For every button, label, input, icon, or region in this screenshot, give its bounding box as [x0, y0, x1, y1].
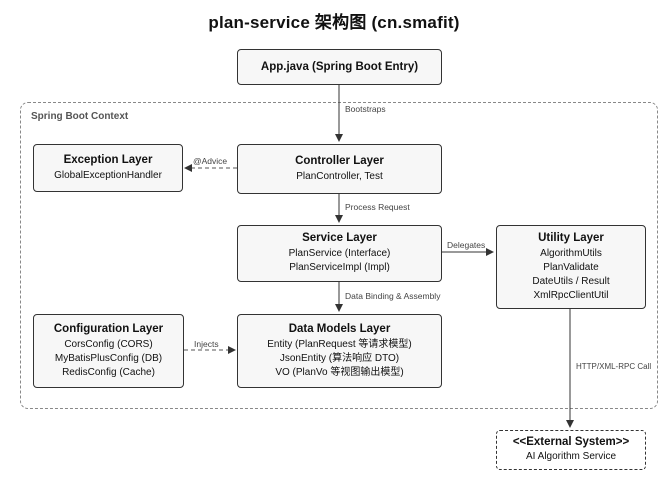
exception-layer-title: Exception Layer	[63, 153, 153, 166]
edge-label-data-binding: Data Binding & Assembly	[345, 291, 441, 301]
edge-label-delegates: Delegates	[447, 240, 486, 250]
data-models-layer-node: Data Models Layer Entity (PlanRequest 等请…	[237, 314, 442, 388]
edge-label-process-request: Process Request	[345, 202, 410, 212]
edge-label-bootstraps: Bootstraps	[345, 104, 386, 114]
edge-label-rpc-call: HTTP/XML-RPC Call	[576, 362, 652, 371]
configuration-layer-line: MyBatisPlusConfig (DB)	[54, 352, 163, 364]
service-layer-line: PlanServiceImpl (Impl)	[289, 262, 390, 273]
edge-label-advice: @Advice	[193, 156, 228, 166]
utility-layer-line: DateUtils / Result	[532, 275, 610, 287]
utility-layer-line: AlgorithmUtils	[540, 247, 602, 259]
external-system-line: AI Algorithm Service	[525, 451, 617, 462]
data-models-layer-line: VO (PlanVo 等视图输出模型)	[275, 366, 404, 378]
service-layer-node: Service Layer PlanService (Interface) Pl…	[237, 225, 442, 282]
utility-layer-line: PlanValidate	[543, 261, 599, 273]
diagram-title: plan-service 架构图 (cn.smafit)	[208, 13, 460, 32]
data-models-layer-title: Data Models Layer	[288, 322, 391, 335]
service-layer-title: Service Layer	[302, 232, 377, 244]
controller-layer-node: Controller Layer PlanController, Test	[237, 144, 442, 194]
external-system-title: <<External System>>	[512, 436, 630, 448]
controller-layer-title: Controller Layer	[295, 154, 384, 167]
service-layer-line: PlanService (Interface)	[288, 248, 391, 259]
data-models-layer-line: JsonEntity (算法响应 DTO)	[279, 352, 400, 364]
configuration-layer-title: Configuration Layer	[53, 322, 164, 335]
app-entry-title: App.java (Spring Boot Entry)	[260, 61, 419, 73]
configuration-layer-line: RedisConfig (Cache)	[62, 366, 155, 378]
edge-label-injects: Injects	[194, 339, 219, 349]
exception-layer-node: Exception Layer GlobalExceptionHandler	[33, 144, 183, 192]
external-system-node: <<External System>> AI Algorithm Service	[496, 430, 646, 470]
data-models-layer-line: Entity (PlanRequest 等请求模型)	[267, 338, 412, 350]
app-entry-node: App.java (Spring Boot Entry)	[237, 49, 442, 85]
configuration-layer-node: Configuration Layer CorsConfig (CORS) My…	[33, 314, 184, 388]
utility-layer-line: XmlRpcClientUtil	[533, 289, 609, 301]
configuration-layer-line: CorsConfig (CORS)	[64, 338, 153, 350]
controller-layer-line: PlanController, Test	[296, 170, 383, 182]
utility-layer-title: Utility Layer	[538, 231, 604, 244]
utility-layer-node: Utility Layer AlgorithmUtils PlanValidat…	[496, 225, 646, 309]
spring-boot-context-label: Spring Boot Context	[31, 111, 129, 122]
exception-layer-line: GlobalExceptionHandler	[54, 169, 162, 181]
